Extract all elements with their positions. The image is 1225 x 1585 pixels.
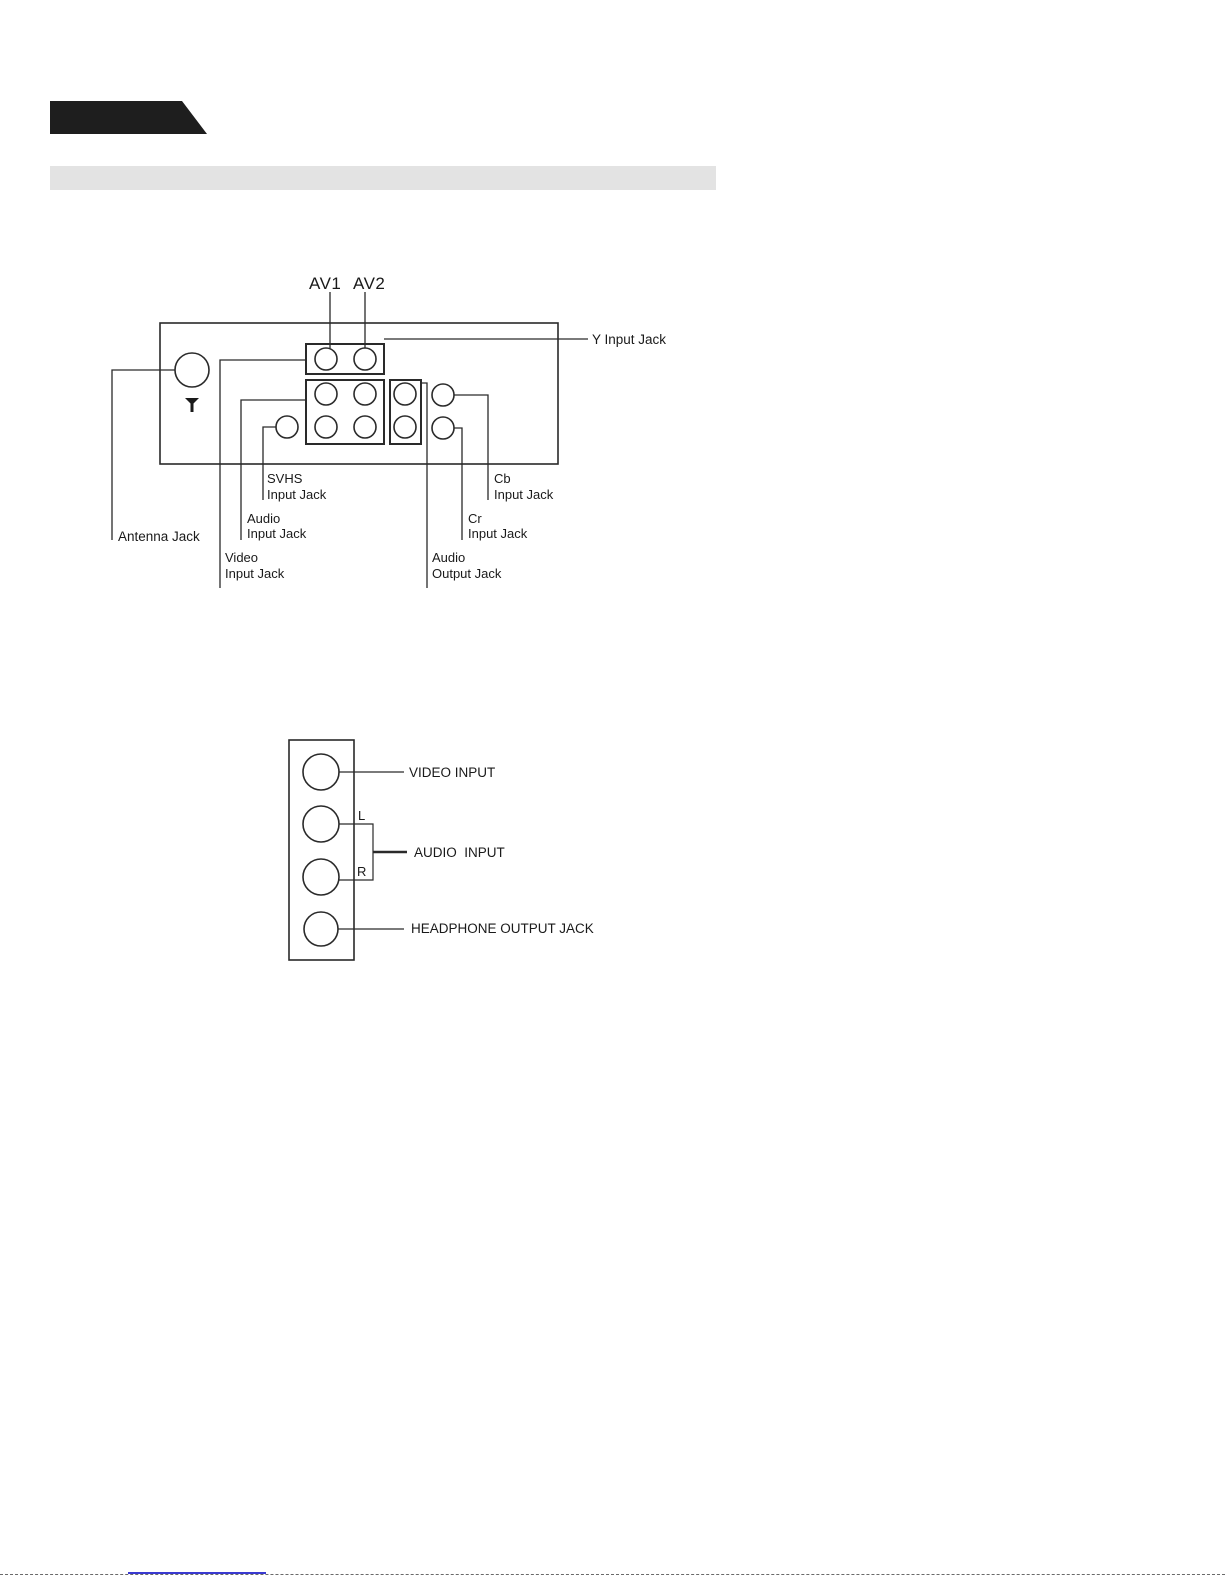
cr-label-line2: Input Jack xyxy=(468,526,528,541)
cb-jack xyxy=(432,384,454,406)
svhs-label-line1: SVHS xyxy=(267,471,303,486)
antenna-label: Antenna Jack xyxy=(118,529,200,544)
av2-label: AV2 xyxy=(353,274,385,293)
audio-output-label-line2: Output Jack xyxy=(432,566,502,581)
audio-output-label-line1: Audio xyxy=(432,550,465,565)
av2-y-jack xyxy=(354,348,376,370)
audio-input-label: AUDIO INPUT xyxy=(414,845,505,860)
cb-label-line2: Input Jack xyxy=(494,487,554,502)
footer-divider xyxy=(0,1574,1225,1575)
side-leader-lines xyxy=(338,772,407,929)
video-input-label-line1: Video xyxy=(225,550,258,565)
av2-audio-jack xyxy=(354,383,376,405)
av1-label: AV1 xyxy=(309,274,341,293)
left-channel-label: L xyxy=(358,808,365,823)
audio-input-label-line1: Audio xyxy=(247,511,280,526)
footer-link-underline xyxy=(128,1572,266,1574)
cr-label-line1: Cr xyxy=(468,511,482,526)
audio-input-label-line2: Input Jack xyxy=(247,526,307,541)
audio-left-jack xyxy=(303,806,339,842)
av2-video-jack xyxy=(354,416,376,438)
video-input-label-line2: Input Jack xyxy=(225,566,285,581)
headphone-output-label: HEADPHONE OUTPUT JACK xyxy=(411,921,594,936)
video-input-jack xyxy=(303,754,339,790)
antenna-jack xyxy=(175,353,209,387)
antenna-icon xyxy=(185,398,199,412)
video-input-label: VIDEO INPUT xyxy=(409,765,495,780)
audio-output-jack-top xyxy=(394,383,416,405)
y-input-label: Y Input Jack xyxy=(592,332,666,347)
audio-right-jack xyxy=(303,859,339,895)
rear-panel: AV1 AV2 Y Input Jack Antenna Jack SVHS I… xyxy=(112,274,666,588)
svhs-jack xyxy=(276,416,298,438)
av1-audio-jack xyxy=(315,383,337,405)
headphone-jack xyxy=(304,912,338,946)
side-panel: VIDEO INPUT L R AUDIO INPUT HEADPHONE OU… xyxy=(289,740,594,960)
cb-label-line1: Cb xyxy=(494,471,511,486)
cr-jack xyxy=(432,417,454,439)
right-channel-label: R xyxy=(357,864,366,879)
av1-video-jack xyxy=(315,416,337,438)
svhs-label-line2: Input Jack xyxy=(267,487,327,502)
av1-y-jack xyxy=(315,348,337,370)
audio-output-jack-bottom xyxy=(394,416,416,438)
